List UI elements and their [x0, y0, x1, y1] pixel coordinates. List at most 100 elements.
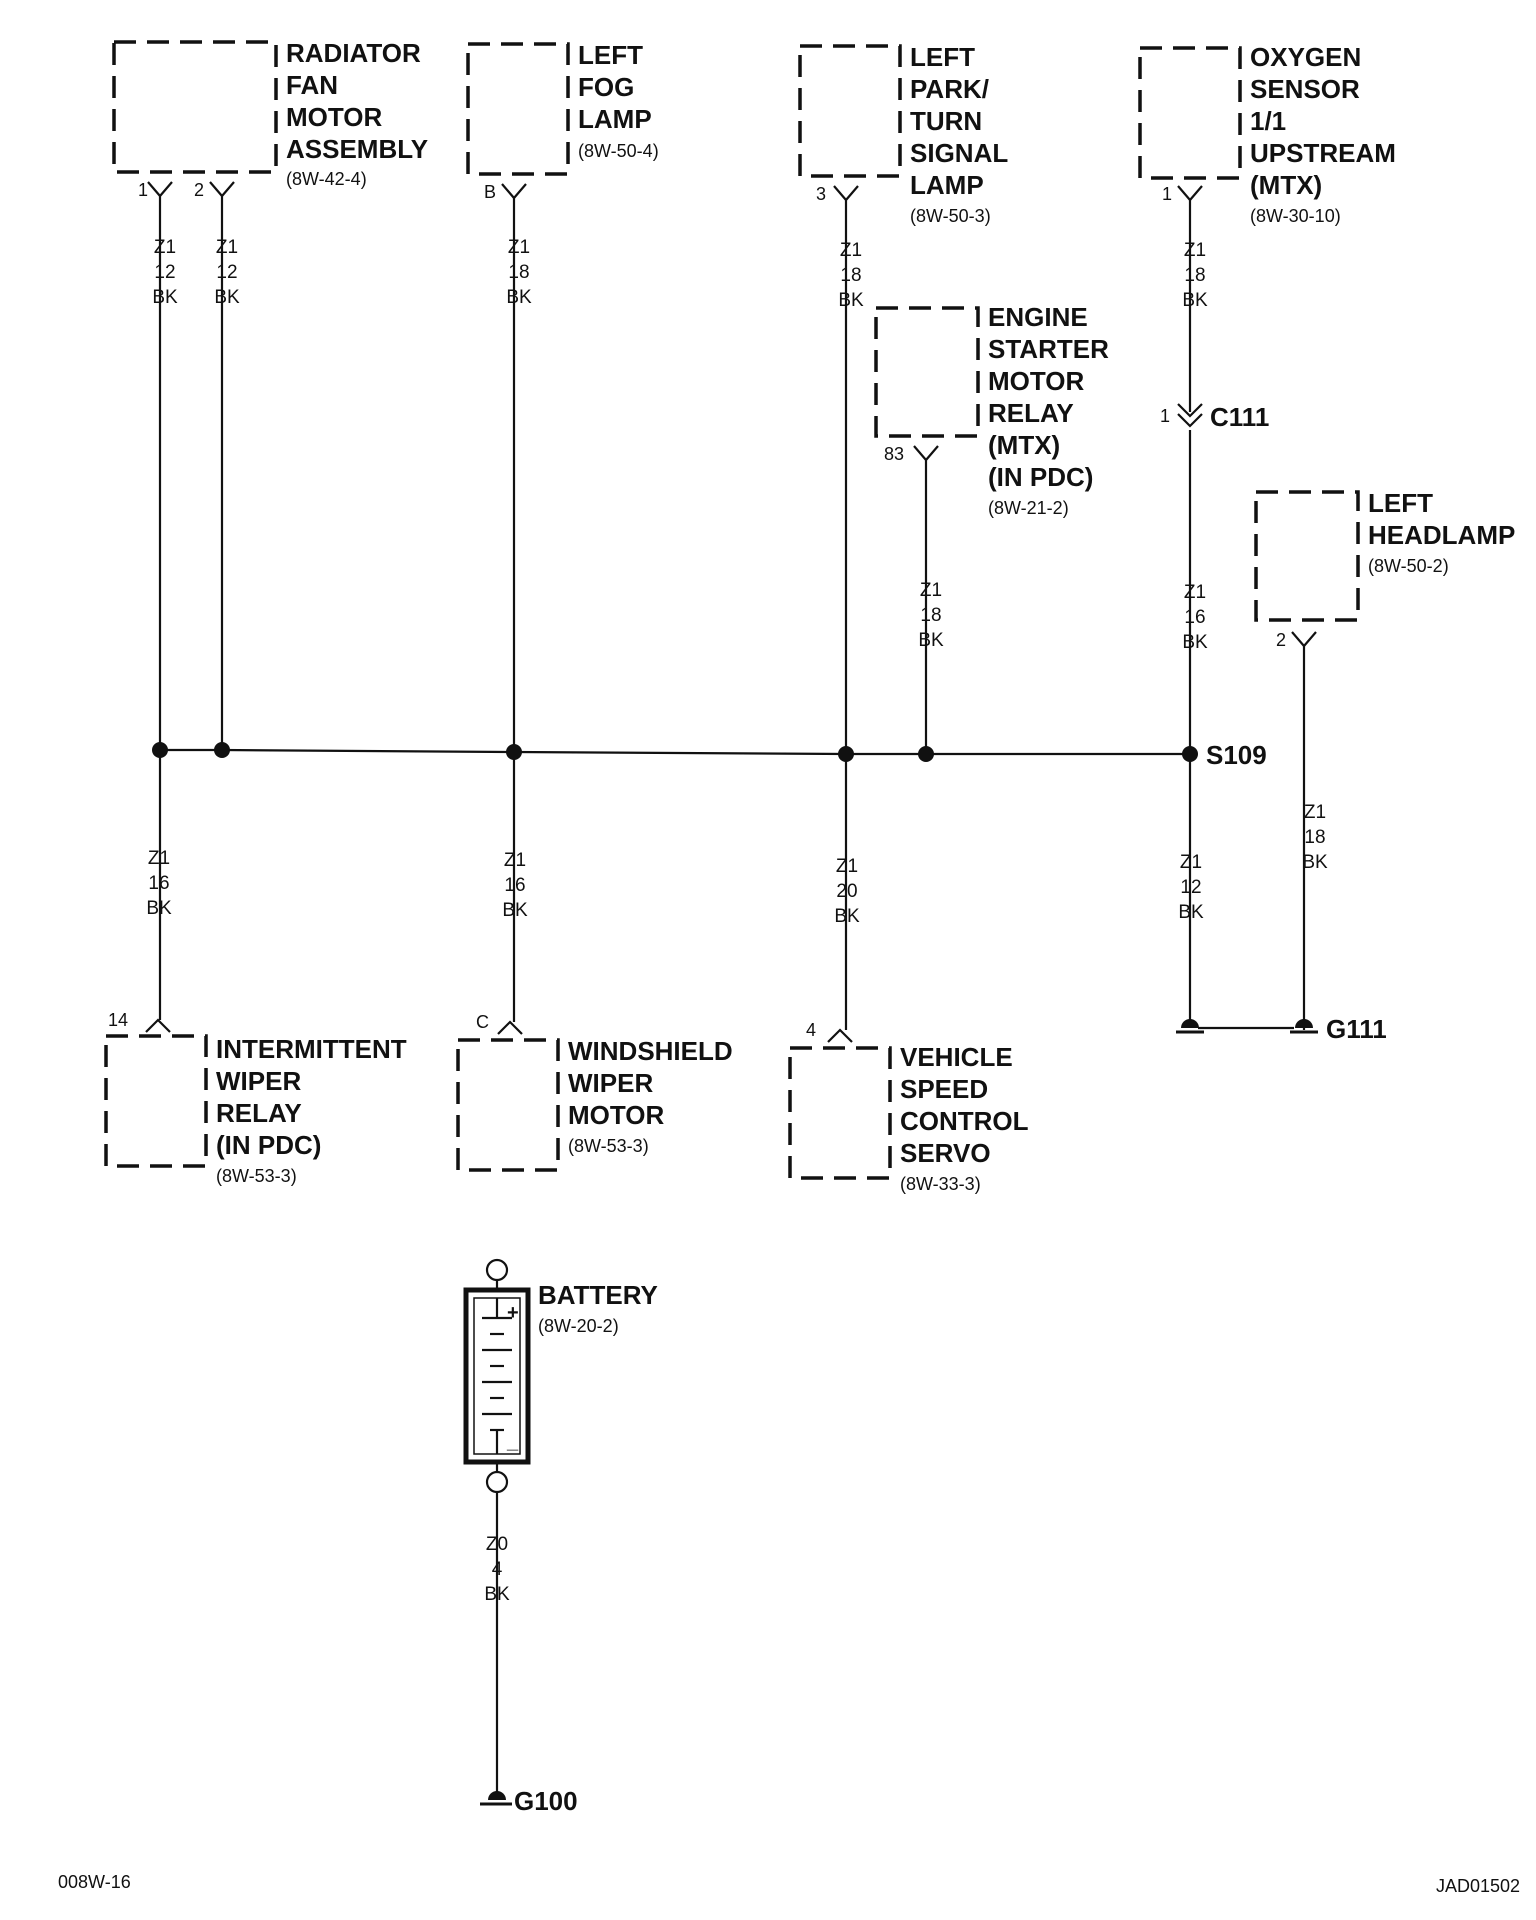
left-park-lamp-box: [798, 44, 902, 178]
radiator-fan-box: [112, 40, 278, 174]
oxygen-sensor-line: UPSTREAM: [1250, 138, 1396, 168]
speed-servo-line: VEHICLE: [900, 1042, 1013, 1072]
svg-text:BK: BK: [838, 290, 864, 311]
svg-text:Z1: Z1: [1184, 582, 1206, 603]
male-terminal-icon: [145, 1018, 171, 1033]
connector-pin: 1: [1160, 406, 1170, 426]
pin-label: 1: [138, 180, 148, 200]
left-fog-line: FOG: [578, 72, 634, 102]
starter-relay-line: STARTER: [988, 334, 1109, 364]
female-terminal-icon: [1291, 631, 1317, 656]
pin-label: 3: [816, 184, 826, 204]
left-fog-lamp-box: [466, 42, 570, 176]
battery-minus: _: [506, 1431, 519, 1453]
pin-label: B: [484, 182, 496, 202]
wiper-relay-line: INTERMITTENT: [216, 1034, 407, 1064]
svg-text:Z1: Z1: [504, 850, 526, 871]
starter-relay-line: (IN PDC): [988, 462, 1093, 492]
svg-text:Z1: Z1: [154, 237, 176, 258]
female-terminal-icon: [147, 181, 173, 206]
battery-cells: [482, 1298, 512, 1454]
splice-dot: [506, 744, 522, 760]
wiper-motor-box: [456, 1038, 560, 1172]
male-terminal-icon: [827, 1028, 853, 1043]
starter-relay-box: [874, 306, 980, 438]
splice-label: S109: [1206, 740, 1267, 770]
wiper-relay-ref: (8W-53-3): [216, 1166, 297, 1186]
svg-text:BK: BK: [146, 898, 172, 919]
speed-servo-ref: (8W-33-3): [900, 1174, 981, 1194]
wire-label-park: Z1 18 BK: [838, 240, 864, 311]
oxygen-sensor-line: SENSOR: [1250, 74, 1360, 104]
starter-relay-line: ENGINE: [988, 302, 1088, 332]
svg-text:BK: BK: [214, 287, 240, 308]
svg-text:Z1: Z1: [1304, 802, 1326, 823]
wiper-relay-line: (IN PDC): [216, 1130, 321, 1160]
svg-text:BK: BK: [1302, 852, 1328, 873]
pin-label: 14: [108, 1010, 128, 1030]
left-fog-ref: (8W-50-4): [578, 141, 659, 161]
svg-text:18: 18: [508, 262, 529, 283]
left-headlamp-line: HEADLAMP: [1368, 520, 1515, 550]
svg-text:BK: BK: [918, 630, 944, 651]
oxygen-sensor-box: [1138, 46, 1242, 180]
battery-plus: +: [507, 1302, 519, 1324]
ground-icon: [480, 1791, 512, 1806]
ground-label: G100: [514, 1786, 578, 1816]
pin-label: 2: [194, 180, 204, 200]
wiper-motor-ref: (8W-53-3): [568, 1136, 649, 1156]
svg-text:Z1: Z1: [1180, 852, 1202, 873]
wire-label-fog: Z1 18 BK: [506, 237, 532, 308]
battery-terminal-icon: [485, 1470, 509, 1494]
starter-relay-line: (MTX): [988, 430, 1060, 460]
speed-servo-line: SERVO: [900, 1138, 991, 1168]
speed-servo-label: VEHICLE SPEED CONTROL SERVO (8W-33-3): [900, 1042, 1029, 1194]
svg-text:12: 12: [216, 262, 237, 283]
female-terminal-icon: [913, 445, 939, 470]
left-park-ref: (8W-50-3): [910, 206, 991, 226]
svg-text:18: 18: [1184, 265, 1205, 286]
left-park-line: PARK/: [910, 74, 989, 104]
radiator-fan-ref: (8W-42-4): [286, 169, 367, 189]
svg-text:18: 18: [920, 605, 941, 626]
wiper-relay-line: RELAY: [216, 1098, 302, 1128]
female-terminal-icon: [501, 183, 527, 208]
wire-label-s109: Z1 12 BK: [1178, 852, 1204, 923]
wiper-relay-label: INTERMITTENT WIPER RELAY (IN PDC) (8W-53…: [216, 1034, 407, 1186]
left-fog-line: LEFT: [578, 40, 643, 70]
wiper-relay-line: WIPER: [216, 1066, 301, 1096]
speed-servo-line: CONTROL: [900, 1106, 1029, 1136]
left-park-label: LEFT PARK/ TURN SIGNAL LAMP (8W-50-3): [910, 42, 1008, 226]
wire-label-headlamp: Z1 18 BK: [1302, 802, 1328, 873]
ground-icon: [1290, 1019, 1318, 1034]
oxygen-sensor-ref: (8W-30-10): [1250, 206, 1341, 226]
wiper-motor-line: WIPER: [568, 1068, 653, 1098]
oxygen-sensor-line: (MTX): [1250, 170, 1322, 200]
svg-text:Z1: Z1: [920, 580, 942, 601]
ground-label: G111: [1326, 1014, 1387, 1044]
left-fog-label: LEFT FOG LAMP (8W-50-4): [578, 40, 659, 161]
battery-terminal-icon: [485, 1258, 509, 1282]
speed-servo-line: SPEED: [900, 1074, 988, 1104]
wire-label-wiper-motor: Z1 16 BK: [502, 850, 528, 921]
female-terminal-icon: [833, 185, 859, 210]
splice-dot: [918, 746, 934, 762]
oxygen-sensor-label: OXYGEN SENSOR 1/1 UPSTREAM (MTX) (8W-30-…: [1250, 42, 1396, 226]
left-park-line: TURN: [910, 106, 982, 136]
left-fog-line: LAMP: [578, 104, 652, 134]
radiator-fan-line: ASSEMBLY: [286, 134, 428, 164]
svg-text:Z1: Z1: [508, 237, 530, 258]
radiator-fan-line: MOTOR: [286, 102, 383, 132]
starter-relay-label: ENGINE STARTER MOTOR RELAY (MTX) (IN PDC…: [988, 302, 1109, 518]
svg-text:Z1: Z1: [840, 240, 862, 261]
starter-relay-ref: (8W-21-2): [988, 498, 1069, 518]
svg-text:BK: BK: [502, 900, 528, 921]
svg-text:BK: BK: [834, 906, 860, 927]
radiator-fan-label: RADIATOR FAN MOTOR ASSEMBLY (8W-42-4): [286, 38, 428, 189]
left-park-line: LAMP: [910, 170, 984, 200]
svg-text:BK: BK: [506, 287, 532, 308]
splice-dot: [838, 746, 854, 762]
female-terminal-icon: [209, 181, 235, 206]
svg-text:Z1: Z1: [216, 237, 238, 258]
